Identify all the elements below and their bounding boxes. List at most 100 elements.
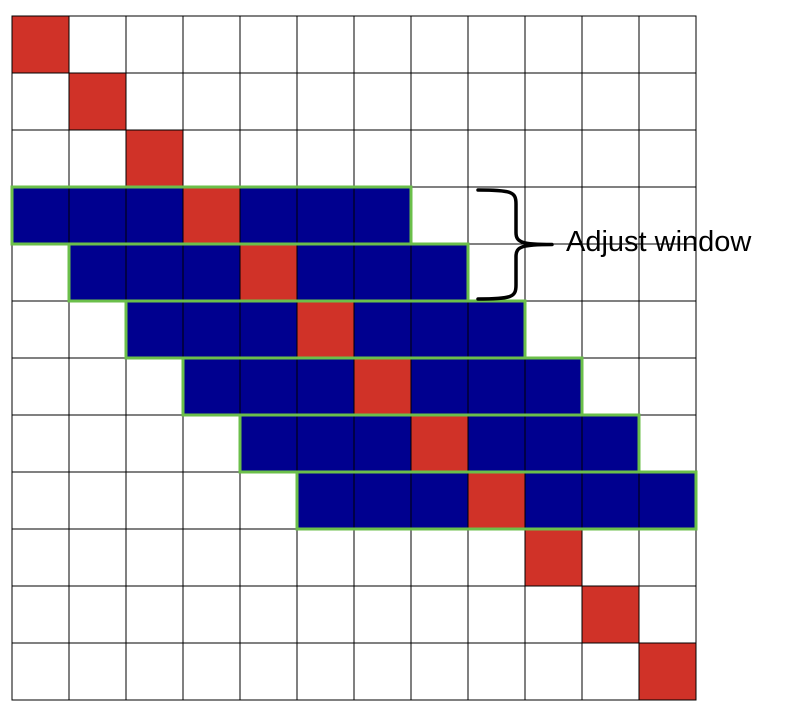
grid-cell bbox=[182, 414, 241, 473]
grid-cell bbox=[182, 585, 241, 644]
window-cell bbox=[296, 357, 355, 416]
grid-cell bbox=[11, 528, 70, 587]
grid-cell bbox=[353, 72, 412, 131]
grid-cell bbox=[68, 585, 127, 644]
window-cell bbox=[524, 471, 583, 530]
grid-cell bbox=[239, 72, 298, 131]
window-cell bbox=[296, 414, 355, 473]
grid-cell bbox=[11, 642, 70, 701]
grid-cell bbox=[239, 15, 298, 74]
diagonal-cell bbox=[68, 72, 127, 131]
grid-cell bbox=[467, 15, 526, 74]
window-cell bbox=[68, 243, 127, 302]
window-cell bbox=[125, 186, 184, 245]
grid-cell bbox=[638, 528, 697, 587]
diagonal-cell bbox=[239, 243, 298, 302]
grid-cell bbox=[410, 15, 469, 74]
grid-cell bbox=[11, 72, 70, 131]
grid-cell bbox=[410, 528, 469, 587]
grid-cell bbox=[68, 300, 127, 359]
grid-cell bbox=[125, 585, 184, 644]
window-cell bbox=[11, 186, 70, 245]
grid-cell bbox=[239, 471, 298, 530]
window-cell bbox=[239, 414, 298, 473]
grid-cell bbox=[524, 642, 583, 701]
grid-cell bbox=[68, 414, 127, 473]
window-cell bbox=[125, 243, 184, 302]
grid-cell bbox=[467, 642, 526, 701]
grid-cell bbox=[524, 585, 583, 644]
grid-cell bbox=[182, 471, 241, 530]
grid-cell bbox=[239, 528, 298, 587]
grid-cell bbox=[467, 585, 526, 644]
grid-cell bbox=[353, 585, 412, 644]
grid-cell bbox=[68, 642, 127, 701]
window-cell bbox=[581, 471, 640, 530]
grid-cell bbox=[125, 15, 184, 74]
grid-cell bbox=[581, 528, 640, 587]
grid-cell bbox=[581, 642, 640, 701]
window-cell bbox=[467, 300, 526, 359]
diagonal-cell bbox=[524, 528, 583, 587]
window-cell bbox=[467, 414, 526, 473]
diagonal-cell bbox=[467, 471, 526, 530]
window-cell bbox=[353, 300, 412, 359]
window-cell bbox=[410, 471, 469, 530]
grid-cell bbox=[410, 72, 469, 131]
grid-cell bbox=[182, 528, 241, 587]
window-cell bbox=[524, 414, 583, 473]
grid-cell bbox=[125, 528, 184, 587]
window-cell bbox=[182, 243, 241, 302]
window-cell bbox=[410, 300, 469, 359]
grid-cell bbox=[353, 642, 412, 701]
window-cell bbox=[68, 186, 127, 245]
window-cell bbox=[296, 243, 355, 302]
diagonal-cell bbox=[296, 300, 355, 359]
diagonal-cell bbox=[125, 129, 184, 188]
grid-cell bbox=[11, 300, 70, 359]
grid-cell bbox=[296, 642, 355, 701]
window-cell bbox=[467, 357, 526, 416]
grid-cell bbox=[125, 72, 184, 131]
grid-cell bbox=[524, 72, 583, 131]
grid-cell bbox=[125, 642, 184, 701]
grid-cell bbox=[524, 129, 583, 188]
grid-cell bbox=[581, 15, 640, 74]
grid-cell bbox=[467, 528, 526, 587]
annotation-label: Adjust window bbox=[566, 226, 752, 258]
window-cell bbox=[353, 471, 412, 530]
window-bracket bbox=[476, 188, 554, 301]
diagonal-cell bbox=[638, 642, 697, 701]
grid-cell bbox=[638, 72, 697, 131]
diagonal-cells bbox=[11, 15, 697, 701]
grid-cell bbox=[11, 471, 70, 530]
grid-cell bbox=[410, 186, 469, 245]
grid-cell bbox=[11, 129, 70, 188]
window-cell bbox=[410, 357, 469, 416]
grid-cell bbox=[296, 129, 355, 188]
grid-cell bbox=[467, 72, 526, 131]
window-cell bbox=[581, 414, 640, 473]
grid-cell bbox=[638, 129, 697, 188]
grid-cell bbox=[68, 15, 127, 74]
grid-cell bbox=[581, 243, 640, 302]
window-row-border bbox=[295, 470, 698, 531]
grid-cell bbox=[296, 528, 355, 587]
window-cell bbox=[353, 243, 412, 302]
diagonal-cell bbox=[353, 357, 412, 416]
grid-cell bbox=[524, 300, 583, 359]
grid-cell bbox=[11, 357, 70, 416]
window-cell bbox=[182, 357, 241, 416]
grid-cell bbox=[68, 528, 127, 587]
window-cell bbox=[239, 357, 298, 416]
grid-cell bbox=[638, 414, 697, 473]
grid-cell bbox=[125, 414, 184, 473]
diagonal-cell bbox=[11, 15, 70, 74]
diagonal-cell bbox=[410, 414, 469, 473]
grid-cell bbox=[11, 243, 70, 302]
grid-cell bbox=[125, 357, 184, 416]
grid-cell bbox=[638, 357, 697, 416]
window-cell bbox=[125, 300, 184, 359]
window-cell bbox=[239, 186, 298, 245]
window-cell bbox=[182, 300, 241, 359]
